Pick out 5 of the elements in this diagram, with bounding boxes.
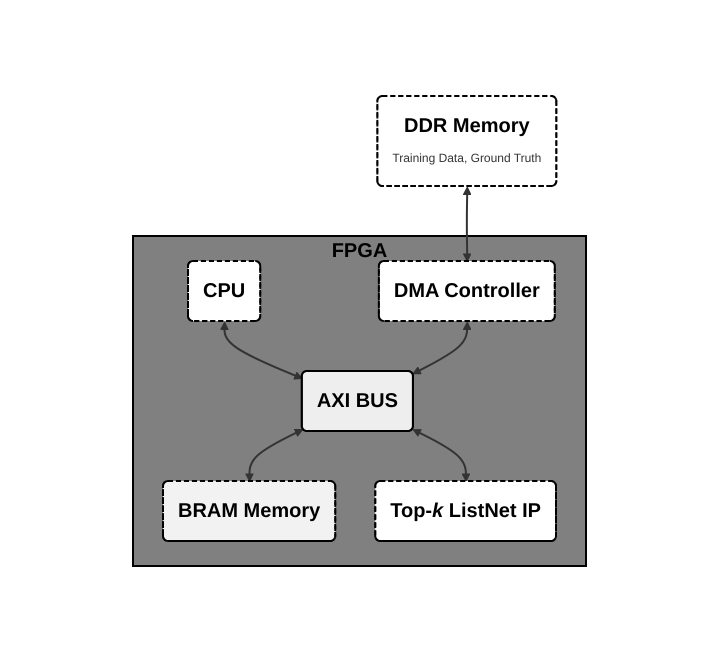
arrow [244, 428, 303, 482]
arrow [412, 321, 472, 374]
arrow [220, 321, 302, 380]
arrow [412, 428, 470, 482]
arrow [462, 186, 472, 262]
